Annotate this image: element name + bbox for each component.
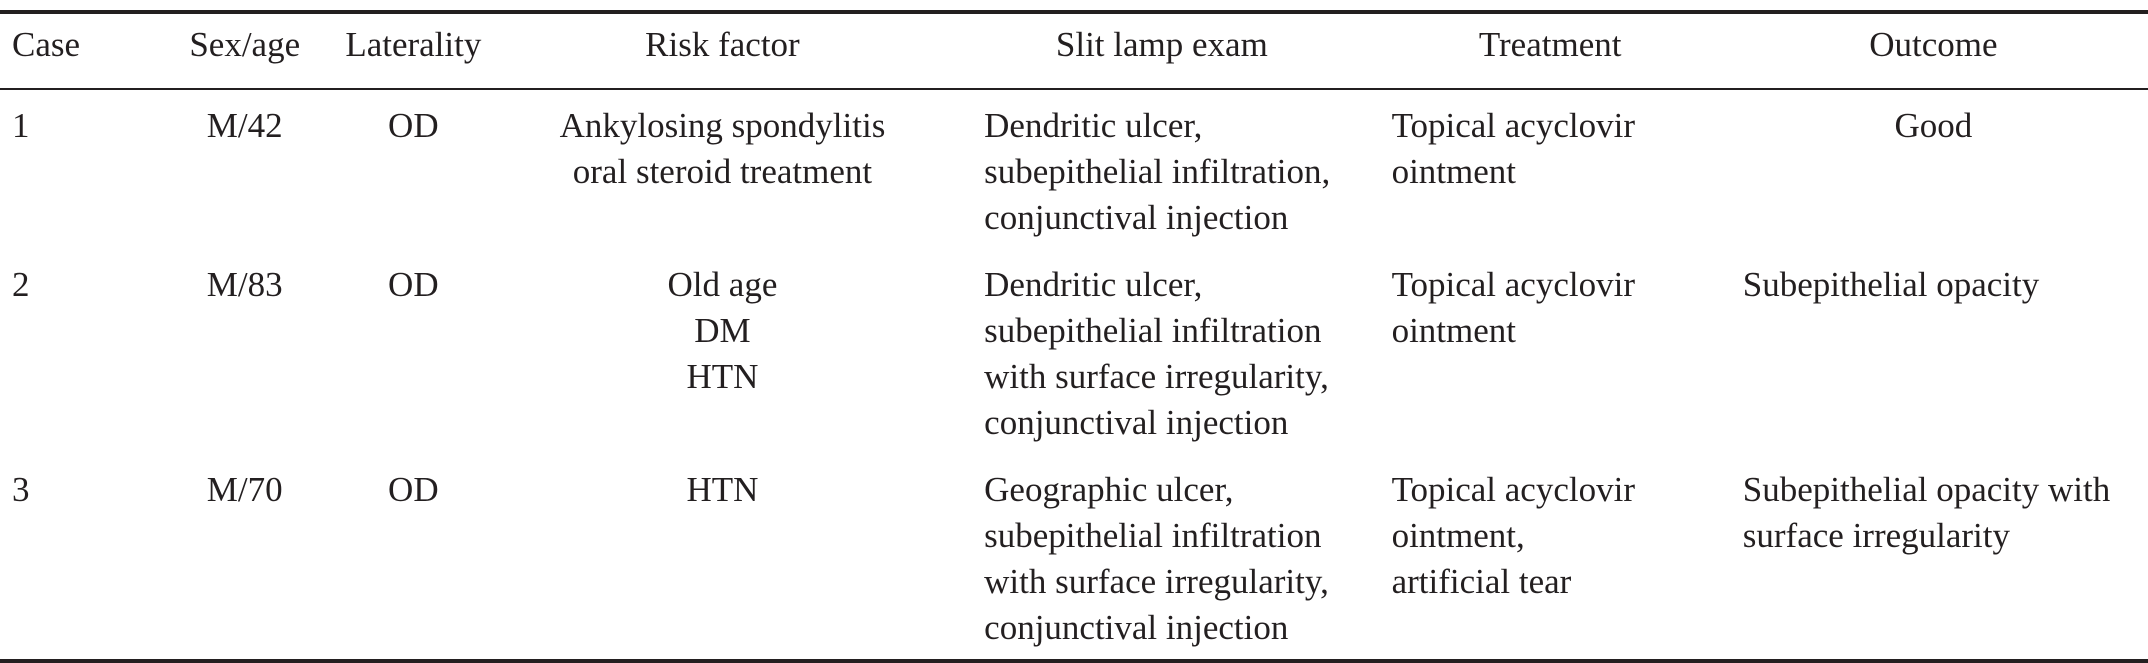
table-body: 1 M/42 OD Ankylosing spondylitis oral st… (0, 89, 2148, 661)
cell-sex-age: M/83 (206, 265, 283, 304)
case-table-container: Case Sex/age Laterality Risk factor Slit… (0, 12, 2148, 661)
cell-sex-age: M/42 (206, 106, 283, 145)
risk-factor-line: HTN (686, 357, 759, 396)
cell-outcome: Subepithelial opacity with surface irreg… (1719, 454, 2148, 661)
header-treatment: Treatment (1478, 25, 1622, 64)
cell-risk-factor: Ankylosing spondylitis oral steroid trea… (503, 89, 942, 249)
cell-laterality: OD (388, 106, 439, 145)
outcome-line: Subepithelial opacity with (1742, 470, 2111, 509)
slit-lamp-line: Dendritic ulcer, (984, 106, 1203, 145)
header-slit-lamp-exam: Slit lamp exam (1055, 25, 1268, 64)
cell-risk-factor: Old age DM HTN (503, 249, 942, 454)
header-outcome: Outcome (1869, 25, 1998, 64)
table-row: 3 M/70 OD HTN Geographic ulcer, subepith… (0, 454, 2148, 661)
risk-factor-line: oral steroid treatment (572, 152, 873, 191)
table-header: Case Sex/age Laterality Risk factor Slit… (0, 12, 2148, 89)
slit-lamp-line: conjunctival injection (984, 403, 1289, 442)
risk-factor-line: Old age (667, 265, 778, 304)
risk-factor-line: HTN (686, 470, 759, 509)
cell-slit-lamp-exam: Dendritic ulcer, subepithelial infiltrat… (942, 89, 1381, 249)
risk-factor-line: DM (694, 311, 751, 350)
cell-treatment: Topical acyclovir ointment, artificial t… (1382, 454, 1719, 661)
slit-lamp-line: subepithelial infiltration (984, 516, 1322, 555)
cell-laterality: OD (388, 470, 439, 509)
slit-lamp-line: conjunctival injection (984, 198, 1289, 237)
treatment-line: Topical acyclovir (1391, 106, 1635, 145)
treatment-line: Topical acyclovir (1391, 265, 1635, 304)
risk-factor-line: Ankylosing spondylitis (559, 106, 886, 145)
treatment-line: Topical acyclovir (1391, 470, 1635, 509)
cell-outcome: Good (1719, 89, 2148, 249)
slit-lamp-line: conjunctival injection (984, 608, 1289, 647)
slit-lamp-line: Dendritic ulcer, (984, 265, 1203, 304)
outcome-line: Good (1894, 106, 1973, 145)
case-table: Case Sex/age Laterality Risk factor Slit… (0, 10, 2148, 663)
slit-lamp-line: with surface irregularity, (984, 357, 1329, 396)
table-row: 1 M/42 OD Ankylosing spondylitis oral st… (0, 89, 2148, 249)
cell-slit-lamp-exam: Geographic ulcer, subepithelial infiltra… (942, 454, 1381, 661)
slit-lamp-line: Geographic ulcer, (984, 470, 1234, 509)
header-sex-age: Sex/age (189, 25, 301, 64)
header-laterality: Laterality (345, 25, 482, 64)
treatment-line: ointment, (1391, 516, 1525, 555)
table-row: 2 M/83 OD Old age DM HTN Dendritic ulcer… (0, 249, 2148, 454)
cell-sex-age: M/70 (206, 470, 283, 509)
cell-laterality: OD (388, 265, 439, 304)
slit-lamp-line: subepithelial infiltration (984, 311, 1322, 350)
treatment-line: artificial tear (1391, 562, 1572, 601)
outcome-line: Subepithelial opacity (1742, 265, 2040, 304)
cell-case: 2 (12, 265, 30, 304)
cell-treatment: Topical acyclovir ointment (1382, 89, 1719, 249)
outcome-line: surface irregularity (1742, 516, 2010, 555)
treatment-line: ointment (1391, 152, 1516, 191)
header-row: Case Sex/age Laterality Risk factor Slit… (0, 12, 2148, 89)
cell-case: 1 (12, 106, 30, 145)
slit-lamp-line: subepithelial infiltration, (984, 152, 1331, 191)
cell-risk-factor: HTN (503, 454, 942, 661)
slit-lamp-line: with surface irregularity, (984, 562, 1329, 601)
header-case: Case (12, 25, 81, 64)
cell-case: 3 (12, 470, 30, 509)
header-risk-factor: Risk factor (645, 25, 800, 64)
cell-slit-lamp-exam: Dendritic ulcer, subepithelial infiltrat… (942, 249, 1381, 454)
cell-outcome: Subepithelial opacity (1719, 249, 2148, 454)
cell-treatment: Topical acyclovir ointment (1382, 249, 1719, 454)
treatment-line: ointment (1391, 311, 1516, 350)
